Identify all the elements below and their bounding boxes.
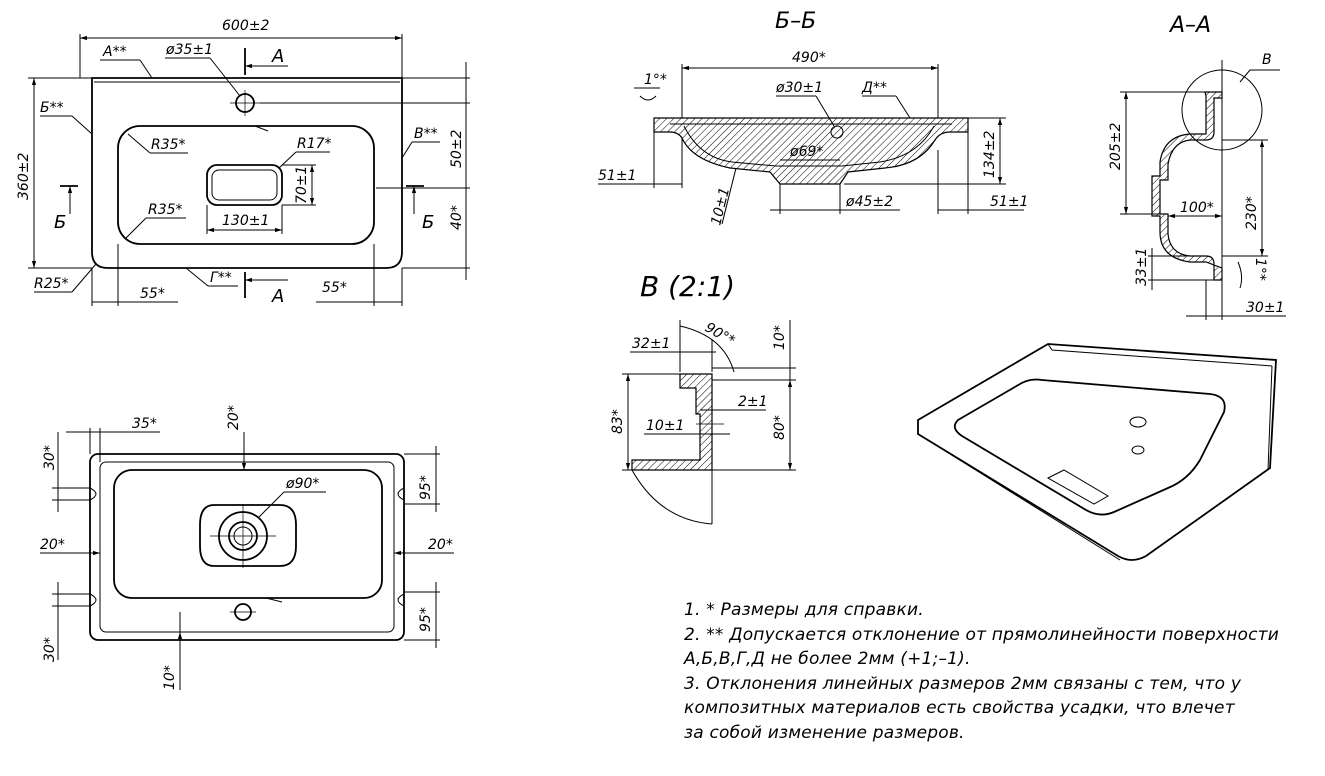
dim-51-right: 51±1 <box>990 194 1028 210</box>
dim-90deg: 90°* <box>702 320 738 350</box>
dim-r25: R25* <box>34 276 69 292</box>
dim-30: ø30±1 <box>775 80 823 96</box>
note-3-cont1: композитных материалов есть свойства уса… <box>684 698 1235 718</box>
section-a-top: A <box>271 46 284 67</box>
detail-v-title: В (2:1) <box>640 270 735 303</box>
notes-block: 1. * Размеры для справки. 2. ** Допускае… <box>684 598 1324 745</box>
dim-55-left: 55* <box>140 286 165 302</box>
top-view-bowl <box>117 125 375 245</box>
dim-r35-bottom: R35* <box>148 202 183 218</box>
bottom-view: 35* 20* 30* ø90* 95* 20* 20* 95* <box>40 405 454 690</box>
dim-35: 35* <box>132 416 157 432</box>
dim-55-right: 55* <box>322 280 347 296</box>
section-aa: А–А В 205±2 230* 100* 33±1 1°* 30±1 <box>1108 13 1286 320</box>
dim-51-left: 51±1 <box>598 168 636 184</box>
note-2: 2. ** Допускается отклонение от прямолин… <box>684 624 1279 645</box>
dim-600: 600±2 <box>222 18 269 34</box>
dim-10: 10±1 <box>708 186 733 227</box>
section-aa-profile <box>1151 91 1223 281</box>
dim-83: 83* <box>610 409 626 434</box>
section-bb: Б–Б 1°* 490* ø30±1 Д** ø69* 134±2 <box>598 9 1028 227</box>
dim-20-right: 20* <box>428 537 453 553</box>
dim-205: 205±2 <box>1108 123 1124 170</box>
section-b-right: Б <box>422 212 434 233</box>
dim-70: 70±1 <box>294 166 310 204</box>
mark-b: Б** <box>40 100 64 116</box>
dim-90: ø90* <box>285 476 319 492</box>
mark-g: Г** <box>210 270 232 286</box>
dim-10-bottom: 10* <box>162 665 178 690</box>
dim-32: 32±1 <box>632 336 670 352</box>
mark-a: A** <box>102 44 127 60</box>
dim-130: 130±1 <box>222 213 269 229</box>
detail-v: В (2:1) 32±1 90°* 10* 83* 2±1 10±1 80* <box>610 270 796 525</box>
isometric-view <box>917 343 1277 561</box>
dim-10-top: 10* <box>772 325 788 350</box>
dim-50: 50±2 <box>449 129 465 168</box>
note-1: 1. * Размеры для справки. <box>684 600 924 620</box>
note-3-cont2: за собой изменение размеров. <box>684 722 965 743</box>
dim-angle-1-aa: 1°* <box>1252 258 1268 281</box>
dim-30-aa: 30±1 <box>1246 300 1284 316</box>
top-view: 600±2 A** ø35±1 A Б** В** R35* R17* <box>16 18 470 307</box>
iso-bowl <box>953 378 1226 516</box>
dim-30-bottom: 30* <box>42 637 58 662</box>
section-aa-title: А–А <box>1168 13 1211 38</box>
section-a-bottom: A <box>271 286 284 307</box>
dim-40: 40* <box>449 205 465 230</box>
bottom-drain-pad <box>199 504 297 567</box>
dim-33: 33±1 <box>1134 248 1150 286</box>
dim-134: 134±2 <box>982 131 998 178</box>
dim-490: 490* <box>792 50 826 66</box>
section-bb-title: Б–Б <box>775 9 816 34</box>
mark-d: Д** <box>861 80 887 96</box>
dim-30-top: 30* <box>42 445 58 470</box>
dim-hole-35: ø35±1 <box>165 42 213 58</box>
dim-20-left: 20* <box>40 537 65 553</box>
note-2-cont: А,Б,В,Г,Д не более 2мм (+1;–1). <box>684 649 971 669</box>
section-b-left: Б <box>54 212 66 233</box>
top-view-outline <box>91 77 403 269</box>
note-3: 3. Отклонения линейных размеров 2мм связ… <box>684 673 1242 694</box>
dim-95-top: 95* <box>418 475 434 500</box>
dim-95-bottom: 95* <box>418 607 434 632</box>
bottom-view-bowl <box>113 469 383 599</box>
dim-20-top: 20* <box>226 405 242 430</box>
dim-2: 2±1 <box>738 394 768 410</box>
dim-360: 360±2 <box>16 153 32 200</box>
ref-v: В <box>1262 52 1272 68</box>
top-view-drain <box>206 164 283 206</box>
dim-45: ø45±2 <box>845 194 893 210</box>
dim-10-detail: 10±1 <box>646 418 684 434</box>
bottom-view-outline <box>89 453 405 641</box>
dim-r35-top: R35* <box>151 137 186 153</box>
mark-v: В** <box>414 126 438 142</box>
dim-r17: R17* <box>297 136 332 152</box>
iso-outline <box>917 343 1277 561</box>
dim-230: 230* <box>1244 196 1260 230</box>
dim-80: 80* <box>772 415 788 440</box>
dim-69: ø69* <box>789 144 823 160</box>
dim-100: 100* <box>1180 200 1214 216</box>
dim-angle-1: 1°* <box>644 72 667 88</box>
